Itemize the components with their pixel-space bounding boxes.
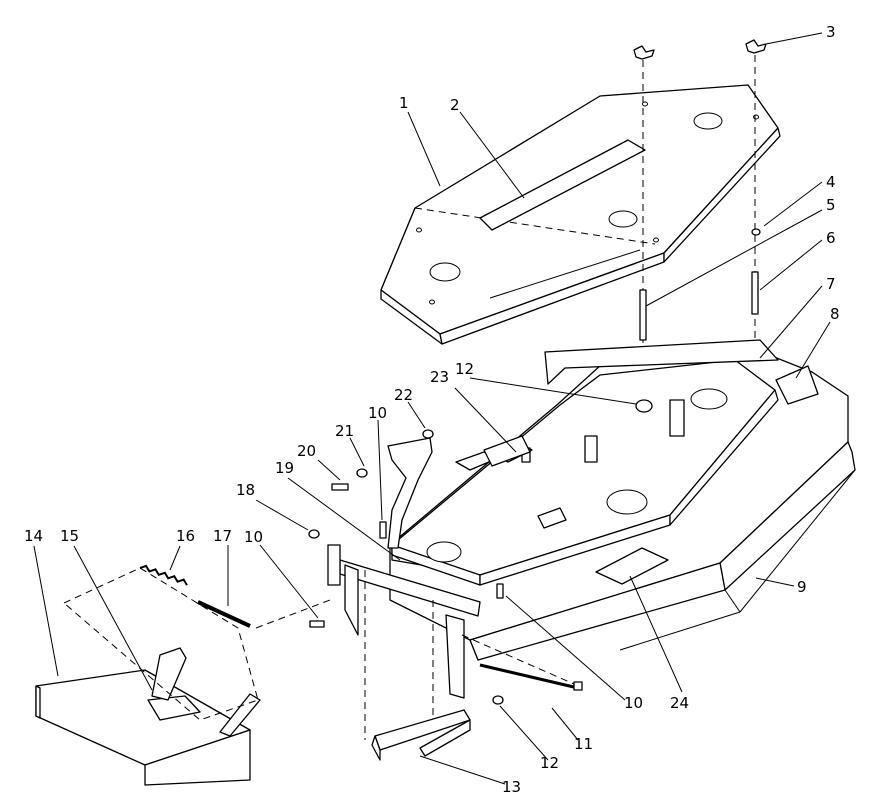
callout-17: 17 bbox=[213, 527, 232, 545]
washer-part-4 bbox=[751, 228, 761, 236]
callout-10-left: 10 bbox=[244, 528, 263, 546]
callout-23: 23 bbox=[430, 368, 449, 386]
callout-22: 22 bbox=[394, 386, 413, 404]
bolt-part-10-b bbox=[309, 620, 325, 628]
bracket-part-7 bbox=[544, 339, 779, 385]
callout-1: 1 bbox=[399, 94, 409, 112]
callout-14: 14 bbox=[24, 527, 43, 545]
bolt-part-10-c bbox=[496, 583, 504, 599]
callout-19: 19 bbox=[275, 459, 294, 477]
callout-10-right: 10 bbox=[624, 694, 643, 712]
callout-12-top: 12 bbox=[455, 360, 474, 378]
callout-21: 21 bbox=[335, 422, 354, 440]
decal-part-2 bbox=[479, 139, 646, 231]
callout-7: 7 bbox=[826, 275, 836, 293]
spindle-housing bbox=[391, 359, 779, 586]
callout-12-bottom: 12 bbox=[540, 754, 559, 772]
cover-part-1 bbox=[380, 84, 781, 345]
chute-part-14 bbox=[35, 669, 251, 786]
washer-part-21 bbox=[356, 468, 368, 478]
leader-lines bbox=[33, 32, 831, 785]
decal-part-15 bbox=[147, 695, 201, 721]
pin-part-5 bbox=[639, 289, 647, 341]
pin-part-6 bbox=[751, 271, 759, 315]
callout-8: 8 bbox=[830, 305, 840, 323]
knob-part-3 bbox=[633, 39, 767, 60]
callout-11: 11 bbox=[574, 735, 593, 753]
decal-part-23 bbox=[483, 435, 531, 467]
callout-5: 5 bbox=[826, 196, 836, 214]
guard-part-13 bbox=[371, 709, 471, 761]
callout-labels: 1 2 3 4 5 6 7 8 9 10 10 10 10 11 12 12 1… bbox=[24, 23, 840, 796]
rod-part-11 bbox=[479, 663, 579, 690]
callout-20: 20 bbox=[297, 442, 316, 460]
callout-16: 16 bbox=[176, 527, 195, 545]
callout-3: 3 bbox=[826, 23, 836, 41]
callout-9: 9 bbox=[797, 578, 807, 596]
callout-4: 4 bbox=[826, 173, 836, 191]
nut-part-22 bbox=[422, 429, 434, 439]
callout-13: 13 bbox=[502, 778, 521, 796]
rod-part-17 bbox=[197, 600, 251, 628]
callout-2: 2 bbox=[450, 96, 460, 114]
decal-part-8 bbox=[775, 365, 819, 405]
callout-18: 18 bbox=[236, 481, 255, 499]
callout-10-top: 10 bbox=[368, 404, 387, 422]
callout-24: 24 bbox=[670, 694, 689, 712]
callout-6: 6 bbox=[826, 229, 836, 247]
nut-part-12-center bbox=[635, 399, 653, 413]
bracket-part-19 bbox=[327, 437, 481, 699]
bolt-part-10-a bbox=[379, 521, 387, 539]
decal-part-24 bbox=[595, 547, 669, 585]
bolt-part-20 bbox=[331, 483, 349, 491]
callout-15: 15 bbox=[60, 527, 79, 545]
spring-part-16 bbox=[139, 564, 188, 586]
nut-part-18 bbox=[308, 529, 320, 539]
nut-part-12-lower bbox=[492, 695, 504, 705]
